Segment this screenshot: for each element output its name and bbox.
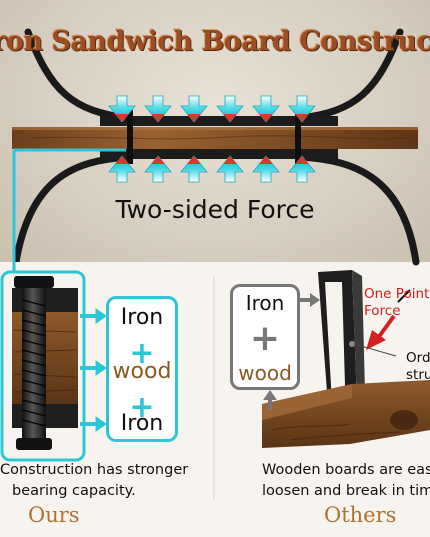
down-arrow — [288, 95, 316, 123]
upper-iron-frame — [24, 28, 404, 122]
others-plus: + — [249, 318, 281, 359]
ours-plus-1: + — [129, 336, 155, 371]
down-arrow — [108, 95, 136, 123]
ours-caption-line-1: Construction has stronger — [0, 462, 189, 478]
ordinary-line-1: Ord — [406, 350, 430, 366]
lower-iron-bar — [100, 149, 338, 159]
upward-force-arrows — [108, 155, 316, 183]
downward-force-arrows — [108, 95, 316, 123]
up-arrow — [252, 155, 280, 183]
ours-material-box: Iron + wood + Iron — [106, 296, 178, 442]
others-caption-line-2: loosen and break in tim — [262, 483, 430, 499]
force-label: Two-sided Force — [115, 195, 315, 224]
others-caption-line-1: Wooden boards are eas — [262, 462, 430, 478]
down-arrow — [180, 95, 208, 123]
down-arrow — [216, 95, 244, 123]
left-bolt — [127, 110, 133, 164]
upper-iron-bar — [100, 116, 338, 126]
others-iron: Iron — [245, 291, 285, 315]
up-arrow — [216, 155, 244, 183]
down-arrow — [144, 95, 172, 123]
ours-pointer-arrows — [80, 308, 107, 432]
up-arrow — [108, 155, 136, 183]
ours-iron-bottom: Iron — [120, 411, 164, 436]
ours-label: Ours — [28, 503, 80, 527]
down-arrow — [252, 95, 280, 123]
up-arrow — [288, 155, 316, 183]
up-arrow — [144, 155, 172, 183]
ours-iron-top: Iron — [120, 305, 164, 330]
page-title: Iron Sandwich Board Construction — [0, 26, 430, 57]
ours-caption-line-2: bearing capacity. — [12, 483, 136, 499]
ours-plus-2: + — [129, 390, 155, 425]
others-material-box: Iron + wood — [230, 284, 300, 390]
ours-caption: Construction has stronger bearing capaci… — [0, 460, 212, 502]
others-label: Others — [324, 503, 397, 527]
callout-line-2: Force — [364, 303, 401, 319]
right-bolt — [295, 110, 301, 164]
others-wood: wood — [238, 361, 292, 385]
ours-wood: wood — [112, 359, 172, 384]
ordinary-structure-label: Ord stru — [406, 350, 430, 384]
ours-closeup — [0, 148, 126, 462]
one-point-force-callout: One Point Force — [364, 286, 429, 320]
up-arrow — [180, 155, 208, 183]
others-closeup — [262, 270, 430, 448]
callout-line-1: One Point — [364, 286, 430, 302]
ordinary-line-2: stru — [406, 367, 430, 383]
others-caption: Wooden boards are eas loosen and break i… — [262, 460, 430, 502]
